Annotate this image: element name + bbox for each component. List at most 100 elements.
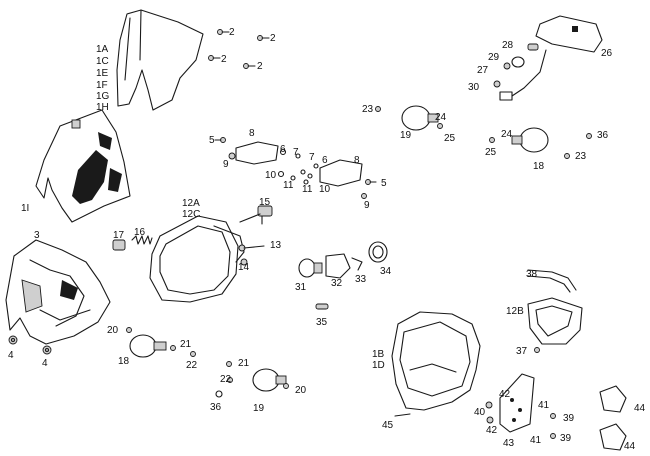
callout-label: 11	[283, 180, 294, 191]
callout-label: 22	[220, 374, 232, 385]
callout-label: 20	[295, 385, 307, 396]
mudguard-part	[527, 297, 583, 345]
callout-label: 8	[354, 155, 360, 166]
callout-label: 24	[501, 129, 513, 140]
rubber-cap-part	[368, 241, 388, 263]
callout-label: 39	[563, 413, 575, 424]
callout-label: 18	[118, 356, 130, 367]
front-fairing-part	[5, 239, 111, 345]
bolt-part	[238, 244, 265, 266]
callout-label: 1D	[372, 360, 385, 371]
callout-label: 19	[253, 403, 265, 414]
callout-label: 12A	[182, 198, 200, 209]
callout-label: 1B	[372, 349, 385, 360]
callout-label: 40	[474, 407, 486, 418]
callout-label: 37	[516, 346, 528, 357]
callout-label: 44	[624, 441, 636, 452]
callout-label: 28	[502, 40, 514, 51]
adjuster-screw-part	[239, 205, 273, 225]
callout-label: 22	[186, 360, 198, 371]
cowl-shell-part	[35, 109, 131, 223]
washer-part	[277, 148, 319, 185]
callout-label: 9	[364, 200, 370, 211]
callout-label: 30	[468, 82, 480, 93]
callout-label: 21	[238, 358, 250, 369]
callout-label: 12C	[182, 209, 200, 220]
callout-label: 2	[257, 61, 263, 72]
callout-label: 4	[42, 358, 48, 369]
callout-label: 36	[597, 130, 609, 141]
callout-label: 12B	[506, 306, 524, 317]
callout-label: 1E	[96, 68, 109, 79]
callout-label: 26	[601, 48, 613, 59]
callout-label: 24	[435, 112, 447, 123]
callout-label: 43	[503, 438, 515, 449]
callout-label: 31	[295, 282, 307, 293]
spring-part	[112, 235, 153, 251]
callout-label: 1A	[96, 44, 109, 55]
callout-label: 17	[113, 230, 125, 241]
callout-label: 4	[8, 350, 14, 361]
part-callouts: 2 2 2 2 1A 1C 1E 1F 1G 1H 1I 3 4 4 5 5 6…	[8, 27, 646, 452]
callout-label: 16	[134, 227, 146, 238]
callout-label: 2	[270, 33, 276, 44]
tail-lamp-part	[499, 15, 603, 101]
callout-label: 7	[293, 147, 299, 158]
callout-label: 38	[526, 269, 538, 280]
callout-label: 20	[107, 325, 119, 336]
callout-label: 2	[221, 54, 227, 65]
callout-label: 6	[280, 144, 286, 155]
callout-label: 6	[322, 155, 328, 166]
reflector-bracket-part	[499, 373, 535, 433]
indicator-bracket-part	[214, 137, 377, 199]
callout-label: 10	[265, 170, 277, 181]
callout-label: 1C	[96, 56, 109, 67]
bulb-holder-part	[325, 253, 363, 279]
callout-label: 5	[209, 135, 215, 146]
callout-label: 23	[362, 104, 374, 115]
lamp-fitting-part	[493, 43, 539, 88]
callout-label: 34	[380, 266, 392, 277]
callout-label: 15	[259, 197, 271, 208]
callout-label: 33	[355, 274, 367, 285]
callout-label: 39	[560, 433, 572, 444]
callout-label: 1G	[96, 91, 110, 102]
callout-label: 41	[538, 400, 550, 411]
callout-label: 19	[400, 130, 412, 141]
callout-label: 14	[238, 262, 250, 273]
pin-part	[315, 303, 329, 310]
headlight-fairing-part	[391, 311, 481, 411]
fastener-part	[126, 106, 592, 398]
callout-label: 25	[444, 133, 456, 144]
callout-label: 23	[575, 151, 587, 162]
callout-label: 42	[499, 389, 511, 400]
callout-label: 42	[486, 425, 498, 436]
bulb-part	[298, 258, 323, 278]
headlight-unit-part	[149, 215, 245, 303]
clamp-part	[599, 385, 627, 451]
callout-label: 13	[270, 240, 282, 251]
callout-label: 35	[316, 317, 328, 328]
callout-label: 29	[488, 52, 500, 63]
callout-label: 41	[530, 435, 542, 446]
windscreen-part	[116, 9, 204, 111]
callout-label: 1F	[96, 80, 108, 91]
indicator-lamp-part	[129, 105, 549, 392]
callout-label: 9	[223, 159, 229, 170]
callout-label: 1I	[21, 203, 29, 214]
screw-part	[208, 29, 270, 69]
callout-label: 1H	[96, 102, 109, 113]
callout-label: 25	[485, 147, 497, 158]
callout-label: 21	[180, 339, 192, 350]
callout-label: 32	[331, 278, 343, 289]
callout-label: 7	[309, 152, 315, 163]
callout-label: 8	[249, 128, 255, 139]
callout-label: 18	[533, 161, 545, 172]
callout-label: 5	[381, 178, 387, 189]
nut-part	[8, 335, 52, 355]
callout-label: 11	[302, 184, 313, 195]
hose-part	[527, 269, 577, 293]
callout-label: 44	[634, 403, 646, 414]
callout-label: 10	[319, 184, 331, 195]
